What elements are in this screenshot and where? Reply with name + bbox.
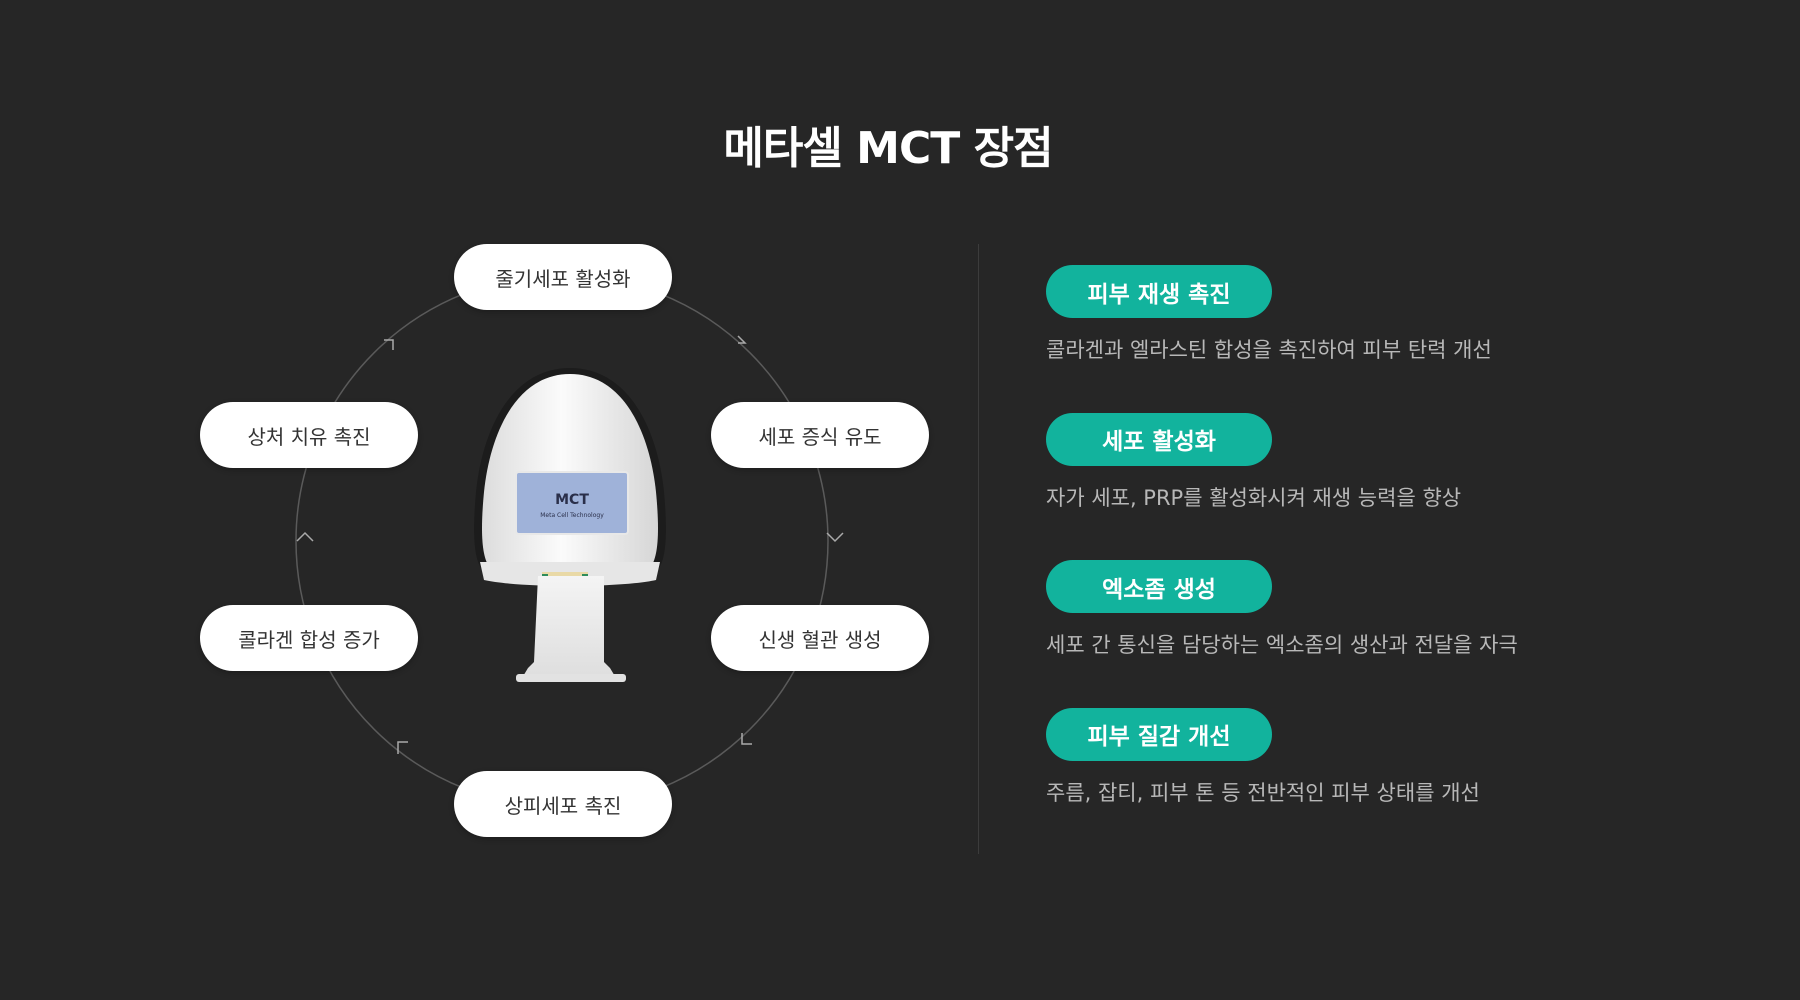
arrow-icon bbox=[741, 733, 752, 745]
arrow-icon bbox=[737, 335, 747, 344]
arrow-icon bbox=[384, 339, 394, 350]
arrow-down-icon bbox=[826, 532, 844, 543]
arrow-up-icon bbox=[296, 531, 314, 542]
benefit-description: 주름, 잡티, 피부 톤 등 전반적인 피부 상태를 개선 bbox=[1046, 780, 1480, 805]
page-title: 메타셀 MCT 장점 bbox=[723, 123, 1053, 174]
benefit-description: 콜라겐과 엘라스틴 합성을 촉진하여 피부 탄력 개선 bbox=[1046, 338, 1492, 362]
cycle-item-collagen: 콜라겐 합성 증가 bbox=[200, 605, 418, 671]
benefit-badge: 세포 활성화 bbox=[1046, 412, 1272, 466]
benefit-badge: 피부 재생 촉진 bbox=[1046, 265, 1272, 318]
benefit-badge: 피부 질감 개선 bbox=[1046, 707, 1272, 761]
device-brand-text: MCT bbox=[555, 492, 589, 508]
benefit-description: 자가 세포, PRP를 활성화시켜 재생 능력을 향상 bbox=[1046, 485, 1462, 510]
cycle-item-angiogenesis: 신생 혈관 생성 bbox=[711, 605, 929, 671]
arrow-icon bbox=[397, 741, 408, 754]
cycle-item-epithelial: 상피세포 촉진 bbox=[454, 771, 672, 837]
section-divider bbox=[978, 244, 979, 854]
benefit-item: 엑소좀 생성 세포 간 통신을 담당하는 엑소좀의 생산과 전달을 자극 bbox=[1046, 560, 1766, 708]
cycle-item-cell-proliferation: 세포 증식 유도 bbox=[711, 402, 929, 468]
benefit-item: 피부 질감 개선 주름, 잡티, 피부 톤 등 전반적인 피부 상태를 개선 bbox=[1046, 707, 1766, 856]
benefits-list: 피부 재생 촉진 콜라겐과 엘라스틴 합성을 촉진하여 피부 탄력 개선 세포 … bbox=[1046, 265, 1766, 855]
benefit-item: 피부 재생 촉진 콜라겐과 엘라스틴 합성을 촉진하여 피부 탄력 개선 bbox=[1046, 265, 1766, 413]
device-subtitle-text: Meta Cell Technology bbox=[540, 512, 604, 519]
benefit-badge: 엑소좀 생성 bbox=[1046, 560, 1272, 613]
cycle-item-stem-cell: 줄기세포 활성화 bbox=[454, 244, 672, 310]
mct-device-image: MCT Meta Cell Technology bbox=[474, 368, 666, 682]
benefit-item: 세포 활성화 자가 세포, PRP를 활성화시켜 재생 능력을 향상 bbox=[1046, 412, 1766, 561]
cycle-item-wound-healing: 상처 치유 촉진 bbox=[200, 402, 418, 468]
benefit-description: 세포 간 통신을 담당하는 엑소좀의 생산과 전달을 자극 bbox=[1046, 633, 1518, 657]
mct-cycle-diagram: 줄기세포 활성화 세포 증식 유도 신생 혈관 생성 상피세포 촉진 콜라겐 합… bbox=[200, 244, 929, 837]
